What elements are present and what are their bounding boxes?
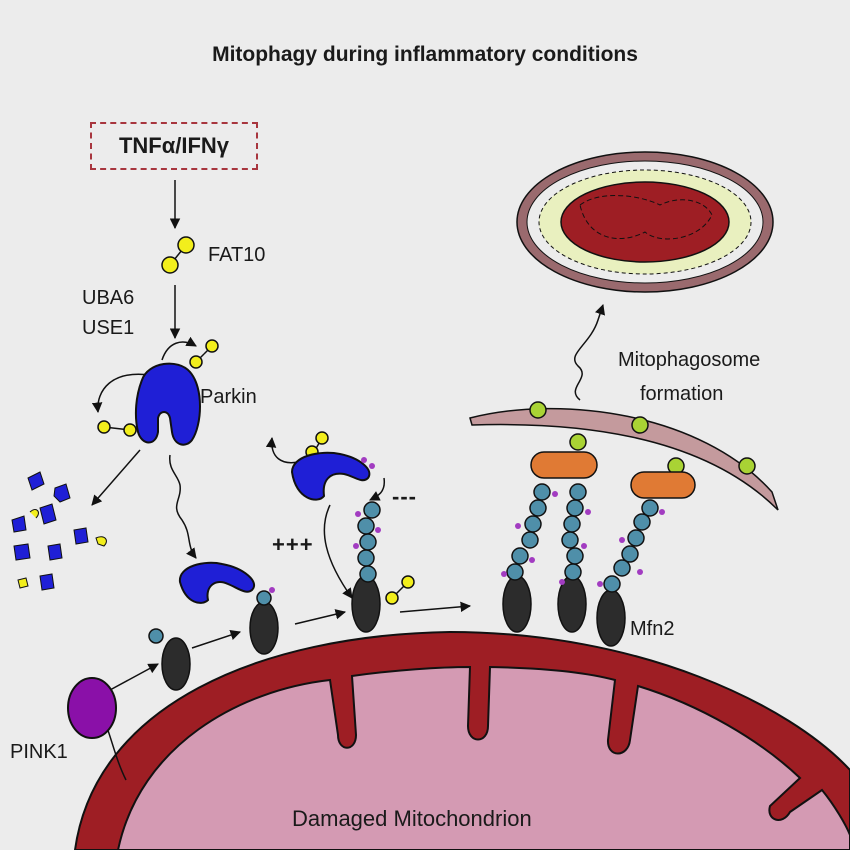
phagophore-membrane (469, 401, 779, 511)
damaged-mitochondrion (73, 630, 850, 850)
mfn2-anchors (148, 587, 279, 691)
parkin-bound (178, 451, 375, 604)
mitophagosome (516, 151, 774, 293)
label-damaged-mitochondrion: Damaged Mitochondrion (292, 806, 532, 831)
label-mitophagosome: Mitophagosome (618, 349, 761, 371)
parkin-free (134, 362, 201, 446)
label-plus: +++ (272, 532, 314, 557)
label-minus: --- (392, 484, 417, 509)
label-mfn2: Mfn2 (630, 618, 675, 640)
label-formation: formation (640, 383, 724, 405)
ubiquitin-chain-3 (351, 501, 381, 633)
pink1 (67, 677, 127, 781)
mfn2-tethers (501, 451, 696, 647)
fat10-molecules (97, 236, 415, 605)
label-fat10: FAT10 (208, 244, 266, 266)
label-parkin: Parkin (200, 386, 257, 408)
diagram-title: Mitophagy during inflammatory conditions (212, 43, 638, 66)
degraded-parkin-fragments (11, 471, 107, 591)
label-uba6: UBA6 (82, 287, 135, 309)
label-pink1: PINK1 (10, 741, 68, 763)
label-use1: USE1 (82, 317, 135, 339)
stimulus-box: TNFα/IFNγ (90, 122, 258, 170)
arrows (91, 180, 605, 691)
